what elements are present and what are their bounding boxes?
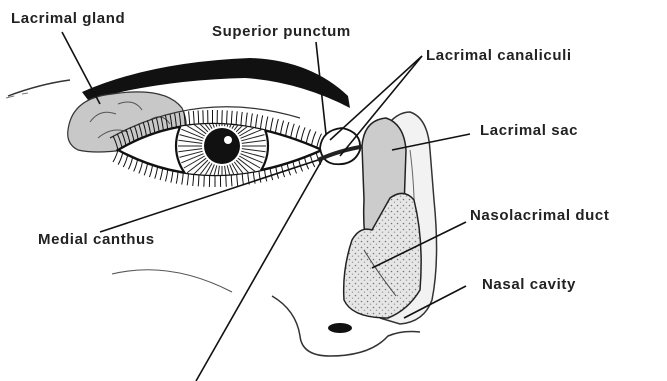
eyelash [275,119,278,133]
label-nasolacrimal-duct: Nasolacrimal duct [470,208,609,223]
eyelash [265,117,268,131]
eyelash [280,121,283,135]
label-medial-canthus: Medial canthus [38,232,155,247]
label-lacrimal-gland: Lacrimal gland [11,11,125,26]
label-lacrimal-canaliculi: Lacrimal canaliculi [426,48,572,63]
eyelash [306,129,310,143]
eyelash [286,122,289,136]
eyelash [301,127,305,141]
eyelash [227,110,228,124]
eyelash [182,173,184,185]
eyelash [128,157,132,169]
eyelash [155,167,158,179]
eyelash [237,174,238,186]
eyelash [311,131,316,145]
eyelash [241,112,242,126]
pupil-highlight [224,136,232,144]
eyelash [251,113,253,127]
eyelash [193,174,194,186]
eyelash [144,163,147,175]
label-nasal-cavity: Nasal cavity [482,277,576,292]
eyelash [270,168,273,180]
nostril-shape [328,323,352,333]
label-lacrimal-sac: Lacrimal sac [480,123,578,138]
eyelash [260,115,262,129]
forehead-outline [8,80,70,96]
eyelash [139,161,143,173]
eyelash [189,111,190,125]
eyelash [236,111,237,125]
eyelash [264,169,266,181]
eyelash [246,113,248,127]
eyelash [231,174,232,186]
pupil-shape [204,128,240,164]
eyelash [296,126,300,140]
eyelash [231,111,232,125]
eyelash [242,173,243,185]
eyelash [193,111,194,125]
eyelash [198,110,199,124]
eyelash [160,168,163,180]
eyelash [198,174,199,186]
eyelash [123,155,127,167]
eyelash [149,165,152,177]
eyelash [187,173,188,185]
eyelash [134,159,138,171]
nasolacrimal-duct-shape [344,193,421,318]
eyelash [226,175,227,187]
eyelash [270,118,273,132]
leader-medial-canthus-extension [196,160,322,381]
eyelash [176,172,178,184]
eyelash [165,169,167,181]
cheek-outline [112,270,232,292]
eyelash [118,153,123,165]
leader-lacrimal-gland [62,32,100,104]
eyelash [291,124,295,138]
eyelash [171,171,173,183]
label-superior-punctum: Superior punctum [212,24,351,39]
eyelash [255,114,257,128]
eyelash [259,171,261,183]
eyelash [204,175,205,187]
